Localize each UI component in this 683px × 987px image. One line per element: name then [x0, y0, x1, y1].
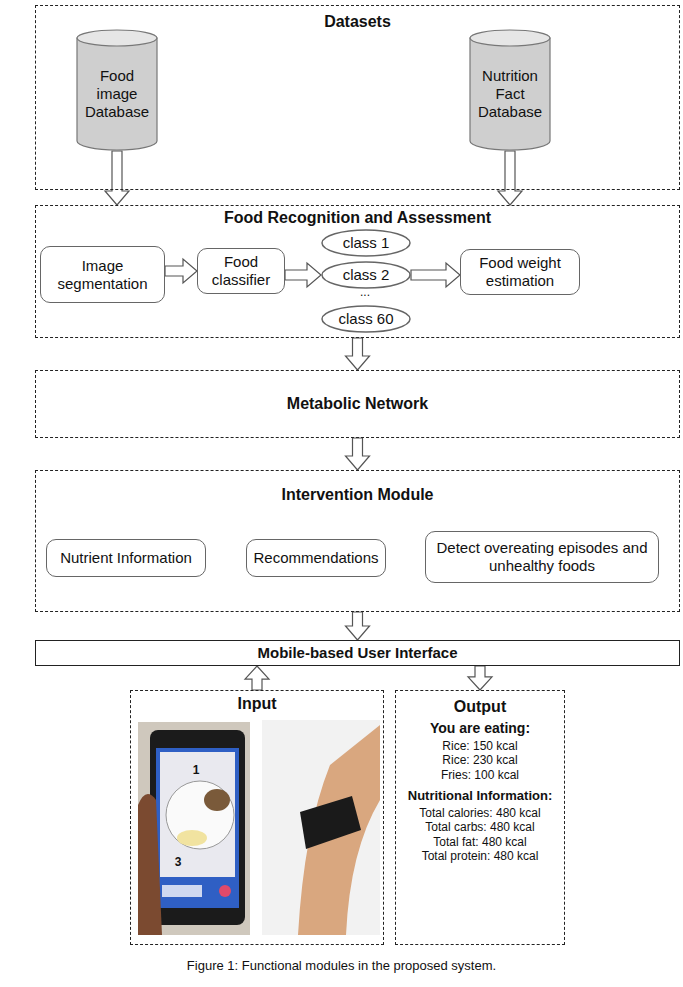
- output-line: Total calories: 480 kcal: [408, 806, 552, 820]
- output-line: Rice: 230 kcal: [408, 753, 552, 767]
- text-stack: Datasets: [324, 12, 391, 31]
- text-stack: class 2: [343, 266, 390, 284]
- figure-caption: Figure 1: Functional modules in the prop…: [0, 958, 683, 974]
- screen-panel: [160, 752, 235, 877]
- dashed-group: Food Recognition and AssessmentImage seg…: [35, 205, 680, 338]
- ellipse-shape: [322, 306, 410, 332]
- database-cylinder: Nutrition Fact Database: [469, 29, 551, 151]
- dashed-group: Intervention ModuleNutrient Information R…: [35, 470, 680, 612]
- class-ellipse: class 1: [321, 229, 411, 257]
- node-label: Recommendations: [253, 549, 378, 567]
- output-line: Fries: 100 kcal: [408, 768, 552, 782]
- rice: [177, 830, 207, 846]
- process-box: Recommendations: [246, 539, 386, 577]
- hand: [138, 794, 162, 935]
- text-stack: Detect overeating episodes and unhealthy…: [431, 539, 653, 575]
- ellipse-shape: [322, 230, 410, 256]
- dashed-group: DatasetsFood image Database Nutrition Fac…: [35, 5, 680, 190]
- module-title: Metabolic Network: [287, 394, 428, 413]
- node-label: Detect overeating episodes and unhealthy…: [431, 539, 653, 575]
- class-ellipse: class 60: [321, 305, 411, 333]
- text-stack: Nutrient Information: [60, 549, 192, 567]
- callout-number: 3: [170, 854, 186, 870]
- node-label: Food image Database: [82, 67, 152, 121]
- text-stack: Food classifier: [203, 253, 279, 289]
- text-stack: Food weight estimation: [466, 254, 574, 290]
- node-label: Food classifier: [203, 253, 279, 289]
- block-arrow: [411, 263, 460, 287]
- phone-button: [162, 885, 202, 897]
- text-stack: class 1: [343, 234, 390, 252]
- class-ellipse: class 2: [321, 261, 411, 289]
- module-title: Food Recognition and Assessment: [224, 208, 491, 227]
- phone-screen: [156, 748, 239, 908]
- text-stack: Intervention Module: [282, 485, 434, 504]
- output-line: Total protein: 480 kcal: [408, 849, 552, 863]
- phone-body: [150, 730, 245, 925]
- text-stack: Image segmentation: [46, 257, 159, 293]
- process-box: Nutrient Information: [46, 539, 206, 577]
- output-line: Rice: 150 kcal: [408, 739, 552, 753]
- text-stack: Recommendations: [253, 549, 378, 567]
- text-stack: Food Recognition and Assessment: [224, 208, 491, 227]
- block-arrow: [346, 338, 370, 370]
- process-box: Detect overeating episodes and unhealthy…: [425, 531, 659, 583]
- node-label: Nutrition Fact Database: [475, 67, 545, 121]
- plate: [166, 781, 234, 849]
- node-label: Nutrient Information: [60, 549, 192, 567]
- process-box: Food classifier: [197, 248, 285, 294]
- photo-ground: [138, 722, 250, 935]
- photo-ground: [262, 720, 380, 935]
- text-stack: OutputYou are eating: Rice: 150 kcalRice:…: [408, 697, 552, 863]
- process-box: Food weight estimation: [460, 249, 580, 295]
- module-title: Datasets: [324, 12, 391, 31]
- text-stack: Mobile-based User Interface: [257, 644, 457, 662]
- phone-button: [219, 885, 231, 897]
- text-stack: Nutrition Fact Database: [475, 67, 545, 121]
- process-box: Image segmentation: [40, 246, 165, 303]
- output-line: Output: [408, 697, 552, 716]
- output-panel: OutputYou are eating: Rice: 150 kcalRice:…: [395, 690, 565, 945]
- wristband: [300, 796, 361, 849]
- block-arrow: [346, 612, 370, 640]
- text-stack: Food image Database: [82, 67, 152, 121]
- arm: [298, 725, 380, 935]
- output-line: You are eating:: [408, 720, 552, 737]
- block-arrow: [468, 666, 492, 690]
- node-label: class 1: [343, 234, 390, 252]
- node-label: Input: [237, 694, 276, 713]
- node-label: Image segmentation: [46, 257, 159, 293]
- output-line: Nutritional Information:: [408, 788, 552, 804]
- food: [204, 789, 230, 811]
- node-label: class 2: [343, 266, 390, 284]
- block-arrow: [245, 666, 269, 690]
- dashed-module: Metabolic Network: [35, 370, 680, 438]
- node-label: Food weight estimation: [466, 254, 574, 290]
- cylinder-top: [77, 30, 157, 46]
- text-stack: Metabolic Network: [287, 394, 428, 413]
- cylinder-top: [470, 30, 550, 46]
- callout-number: 1: [188, 762, 204, 778]
- database-cylinder: Food image Database: [76, 29, 158, 151]
- module-title: Intervention Module: [282, 485, 434, 504]
- dashed-group: Input: [130, 690, 384, 945]
- block-arrow: [165, 259, 197, 283]
- ellipsis-mark: ...: [340, 288, 390, 302]
- block-arrow: [498, 151, 522, 205]
- interface-bar: Mobile-based User Interface: [35, 640, 680, 666]
- text-stack: Input: [237, 694, 276, 713]
- text-stack: class 60: [338, 310, 393, 328]
- cylinder-body: [470, 38, 550, 150]
- cylinder-body: [77, 38, 157, 150]
- module-title: Mobile-based User Interface: [257, 644, 457, 662]
- block-arrow: [105, 151, 129, 205]
- node-label: class 60: [338, 310, 393, 328]
- output-line: Total carbs: 480 kcal: [408, 820, 552, 834]
- output-line: Total fat: 480 kcal: [408, 835, 552, 849]
- block-arrow: [346, 438, 370, 470]
- ellipse-shape: [322, 262, 410, 288]
- block-arrow: [285, 263, 321, 287]
